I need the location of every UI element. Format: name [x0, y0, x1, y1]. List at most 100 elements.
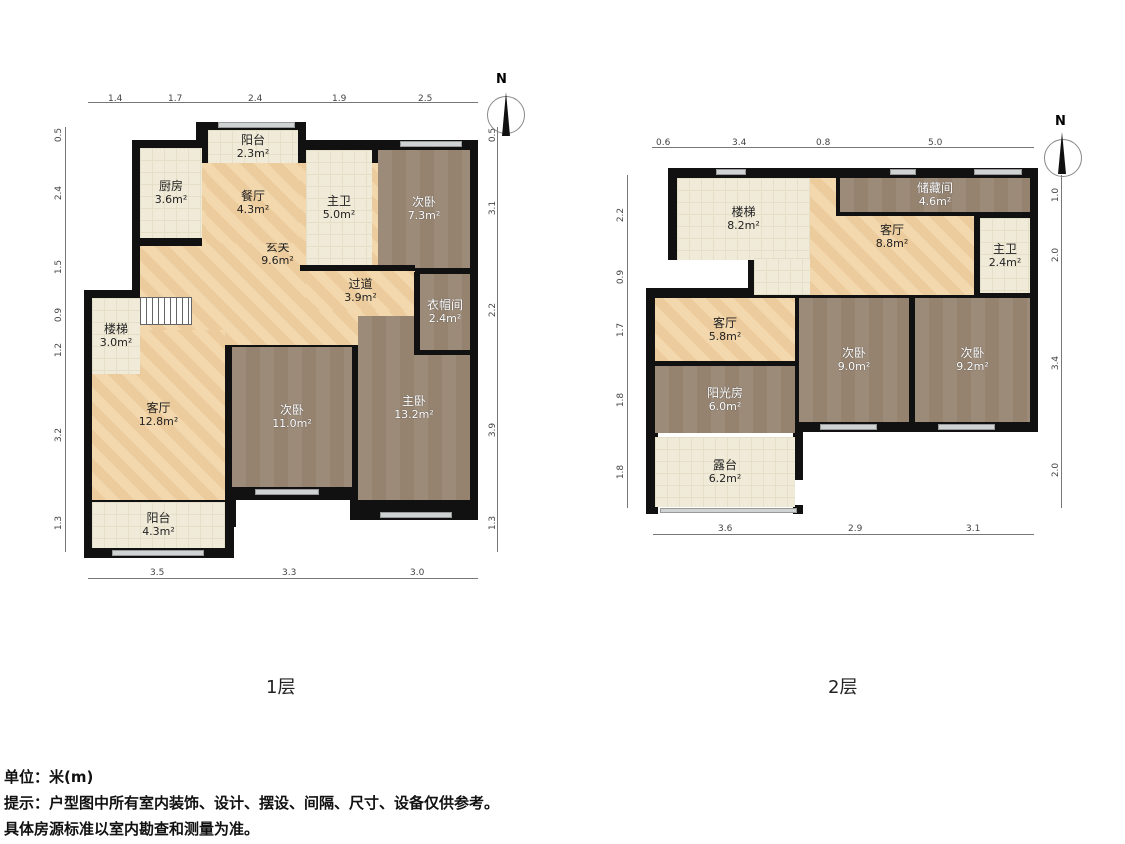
dim-label: 1.9 — [332, 94, 347, 104]
dim-label: 1.8 — [616, 392, 627, 408]
room-name: 主卫 — [992, 241, 1017, 256]
room-name: 次卧 — [411, 195, 436, 209]
dim-label: 1.4 — [108, 94, 123, 104]
dim-label: 3.0 — [410, 568, 425, 578]
north-label: N — [496, 72, 507, 87]
room-area: 3.9m² — [344, 291, 377, 304]
room-name: 主卫 — [326, 193, 351, 208]
floor-caption-2: 2层 — [828, 677, 858, 698]
room-name: 餐厅 — [240, 189, 265, 203]
room-name: 楼梯 — [731, 205, 756, 219]
disclaimer: 提示：户型图中所有室内装饰、设计、摆设、间隔、尺寸、设备仅供参考。 — [4, 794, 500, 812]
dim-label: 0.8 — [816, 138, 831, 148]
dim-label: 0.6 — [656, 138, 671, 148]
dim-label: 2.0 — [1051, 462, 1062, 478]
dim-label: 1.7 — [616, 322, 627, 338]
room-name: 次卧 — [960, 346, 985, 360]
dim-label: 3.4 — [1051, 355, 1062, 371]
room-area: 13.2m² — [394, 408, 434, 421]
room-area: 3.6m² — [154, 193, 188, 206]
dim-label: 2.2 — [488, 302, 499, 318]
dim-label: 2.2 — [616, 207, 627, 223]
room-name: 玄关 — [265, 240, 290, 254]
room-area: 2.4m² — [428, 312, 462, 325]
dim-label: 3.3 — [282, 568, 297, 578]
unit-note: 单位：米(m) — [4, 768, 94, 786]
dim-label: 5.0 — [928, 138, 943, 148]
dim-label: 3.1 — [966, 524, 981, 534]
dim-label: 1.5 — [54, 259, 65, 275]
room-area: 7.3m² — [407, 209, 441, 222]
dim-label: 2.0 — [1051, 247, 1062, 263]
staircase-steps — [140, 297, 192, 325]
room-name: 阳台 — [146, 511, 171, 525]
dim-label: 0.9 — [54, 307, 65, 323]
dim-label: 1.3 — [488, 515, 499, 531]
dim-label: 3.2 — [54, 427, 65, 443]
dim-label: 1.8 — [616, 464, 627, 480]
dim-label: 2.4 — [248, 94, 263, 104]
dim-label: 1.3 — [54, 515, 65, 531]
dim-label: 2.4 — [54, 185, 65, 201]
dim-label: 0.9 — [616, 269, 627, 285]
room-name: 主卧 — [401, 394, 426, 408]
dim-label: 3.9 — [488, 422, 499, 438]
room-name: 厨房 — [158, 179, 183, 193]
dim-label: 1.7 — [168, 94, 183, 104]
room-area: 4.3m² — [142, 525, 175, 538]
dim-label: 3.4 — [732, 138, 747, 148]
room-name: 客厅 — [879, 222, 904, 237]
room-area: 9.6m² — [261, 254, 294, 267]
room-name: 次卧 — [841, 346, 866, 360]
room-name: 储藏间 — [916, 181, 953, 195]
room-area: 5.0m² — [322, 207, 356, 221]
dim-label: 2.5 — [418, 94, 433, 104]
room-area: 6.0m² — [708, 399, 742, 413]
room-area: 9.2m² — [956, 360, 989, 373]
room-name: 楼梯 — [103, 322, 128, 336]
dim-label: 3.5 — [150, 568, 165, 578]
room-area: 4.3m² — [236, 203, 270, 216]
room-area: 3.0m² — [99, 336, 133, 349]
dim-label: 2.9 — [848, 524, 863, 534]
room-name: 客厅 — [712, 315, 737, 330]
room-name: 阳光房 — [706, 385, 743, 400]
room-area: 6.2m² — [708, 472, 742, 485]
dim-label: 0.5 — [54, 127, 65, 143]
dim-label: 3.1 — [488, 200, 499, 216]
dim-label: 1.2 — [54, 342, 65, 358]
room-area: 5.8m² — [708, 329, 742, 343]
dim-label: 3.6 — [718, 524, 733, 534]
room-area: 4.6m² — [918, 195, 952, 208]
disclaimer-2: 具体房源标准以室内勘查和测量为准。 — [4, 820, 260, 838]
room-area: 9.0m² — [837, 360, 871, 373]
room-area: 2.4m² — [988, 255, 1022, 269]
room-name: 次卧 — [279, 403, 304, 417]
dim-label: 1.0 — [1051, 187, 1062, 203]
room-area: 2.3m² — [236, 146, 270, 160]
room-area: 8.2m² — [727, 219, 760, 232]
room-name: 阳台 — [240, 132, 265, 147]
floor-caption-1: 1层 — [266, 677, 296, 698]
room-name: 露台 — [712, 458, 737, 472]
room-name: 衣帽间 — [426, 298, 463, 312]
room-name: 过道 — [348, 277, 373, 291]
room-area: 12.8m² — [138, 415, 179, 428]
room-area: 8.8m² — [875, 236, 909, 250]
